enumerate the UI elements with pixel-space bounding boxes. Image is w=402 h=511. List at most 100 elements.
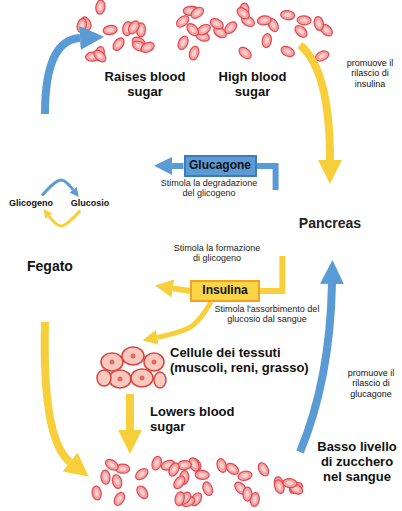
node-text: Glucagone [189, 159, 251, 173]
state-label: Basso livello di zucchero nel sangue [315, 440, 399, 485]
cell-center [103, 473, 108, 480]
blood-cell [111, 36, 127, 53]
cell-body [150, 455, 163, 471]
state-label: Raises blood sugar [95, 70, 195, 100]
blood-cell [243, 487, 252, 501]
blood-cells [91, 455, 304, 508]
flow-arrow [126, 394, 134, 430]
tissue-cell [131, 369, 153, 387]
label-box: Lowers blood sugar [150, 405, 245, 435]
cell-body [92, 48, 108, 64]
blood-cell [76, 17, 88, 33]
label-box: promuove il rilascio di glucagone [342, 368, 400, 399]
edge-label-box: Stimola la formazione di glicogeno [170, 243, 264, 264]
blood-cell [313, 16, 325, 31]
cell-center [284, 13, 291, 18]
cell-center [96, 52, 104, 60]
cell-center [264, 37, 269, 45]
blood-cell [235, 5, 252, 21]
state-label: Lowers blood sugar [150, 405, 245, 435]
label-box: Raises blood sugar [95, 70, 195, 100]
cell-body [257, 15, 272, 26]
cell-body [195, 470, 210, 480]
blood-cell [111, 474, 123, 490]
cell-body [91, 485, 102, 500]
cell-body [126, 19, 141, 36]
blood-cell [172, 474, 188, 491]
blood-cell [95, 0, 106, 15]
cell-center [300, 18, 307, 22]
cell-body [313, 16, 325, 31]
cell-center [276, 483, 282, 491]
blood-cell [188, 45, 201, 61]
cell-center [297, 28, 305, 36]
note-text: promuove il rilascio di glucagone [342, 368, 400, 399]
cell-center [261, 18, 268, 23]
blood-cell [209, 17, 226, 32]
cell-body [103, 25, 118, 36]
cell-body [282, 478, 297, 488]
pancreas-organ: Pancreas [262, 190, 398, 256]
state-label: High blood sugar [205, 70, 300, 100]
flow-arrow [45, 322, 70, 462]
blood-cell [280, 10, 295, 21]
cell-center [139, 26, 143, 33]
cell-body [223, 20, 239, 36]
nucleus [152, 360, 157, 365]
blood-cell [176, 35, 190, 52]
connector-arrow [172, 163, 183, 169]
connector-arrow [49, 211, 80, 227]
cell-body [237, 470, 253, 482]
cell-center [213, 20, 221, 27]
cell-body [201, 481, 214, 497]
cell-body [185, 21, 201, 37]
cell-center [245, 491, 249, 498]
cell-center [191, 49, 197, 57]
blood-cell [195, 470, 210, 480]
liver-organ-outline [5, 108, 155, 330]
blood-cell [237, 45, 253, 61]
cell-body [172, 474, 188, 491]
nucleus [140, 376, 145, 381]
label-box: High blood sugar [205, 70, 300, 100]
cell-center [241, 49, 249, 57]
cell-body [209, 17, 226, 32]
cell-center [318, 53, 326, 60]
cell-center [239, 10, 247, 18]
blood-cell [92, 48, 108, 64]
blood-cell [139, 40, 155, 54]
connector-arrow [260, 256, 282, 291]
blood-cell [282, 478, 297, 488]
cell-center [193, 9, 201, 16]
tissue-cell [101, 353, 123, 371]
cell-center [189, 26, 197, 34]
node-text: Insulina [202, 284, 247, 298]
blood-cell [237, 470, 253, 482]
blood-cell [91, 485, 102, 500]
node-text: Glicogeno [9, 198, 53, 208]
blood-cell [174, 491, 186, 507]
cell-body [100, 470, 110, 485]
connector-arrow [157, 302, 211, 337]
cell-body [293, 23, 309, 39]
edge-label: Stimola la degradazione del glicogeno [158, 178, 260, 199]
cell-center [171, 465, 178, 473]
cell-center [139, 488, 146, 496]
big-arrows [45, 38, 332, 462]
blood-cell [293, 23, 309, 39]
node-text: Pancreas [299, 215, 361, 231]
hormone-box: Glucagone [184, 155, 257, 177]
cell-center [322, 26, 330, 34]
cell-center [216, 29, 224, 36]
cell-body [256, 461, 271, 478]
cell-body [261, 33, 272, 48]
tissue-cells-illustration [97, 347, 166, 388]
cell-center [130, 23, 137, 31]
cell-center [286, 481, 293, 486]
cell-body [134, 466, 151, 482]
cell-body [139, 40, 155, 54]
cell-center [154, 459, 160, 467]
cell-center [138, 470, 146, 477]
flow-arrow [300, 45, 330, 160]
